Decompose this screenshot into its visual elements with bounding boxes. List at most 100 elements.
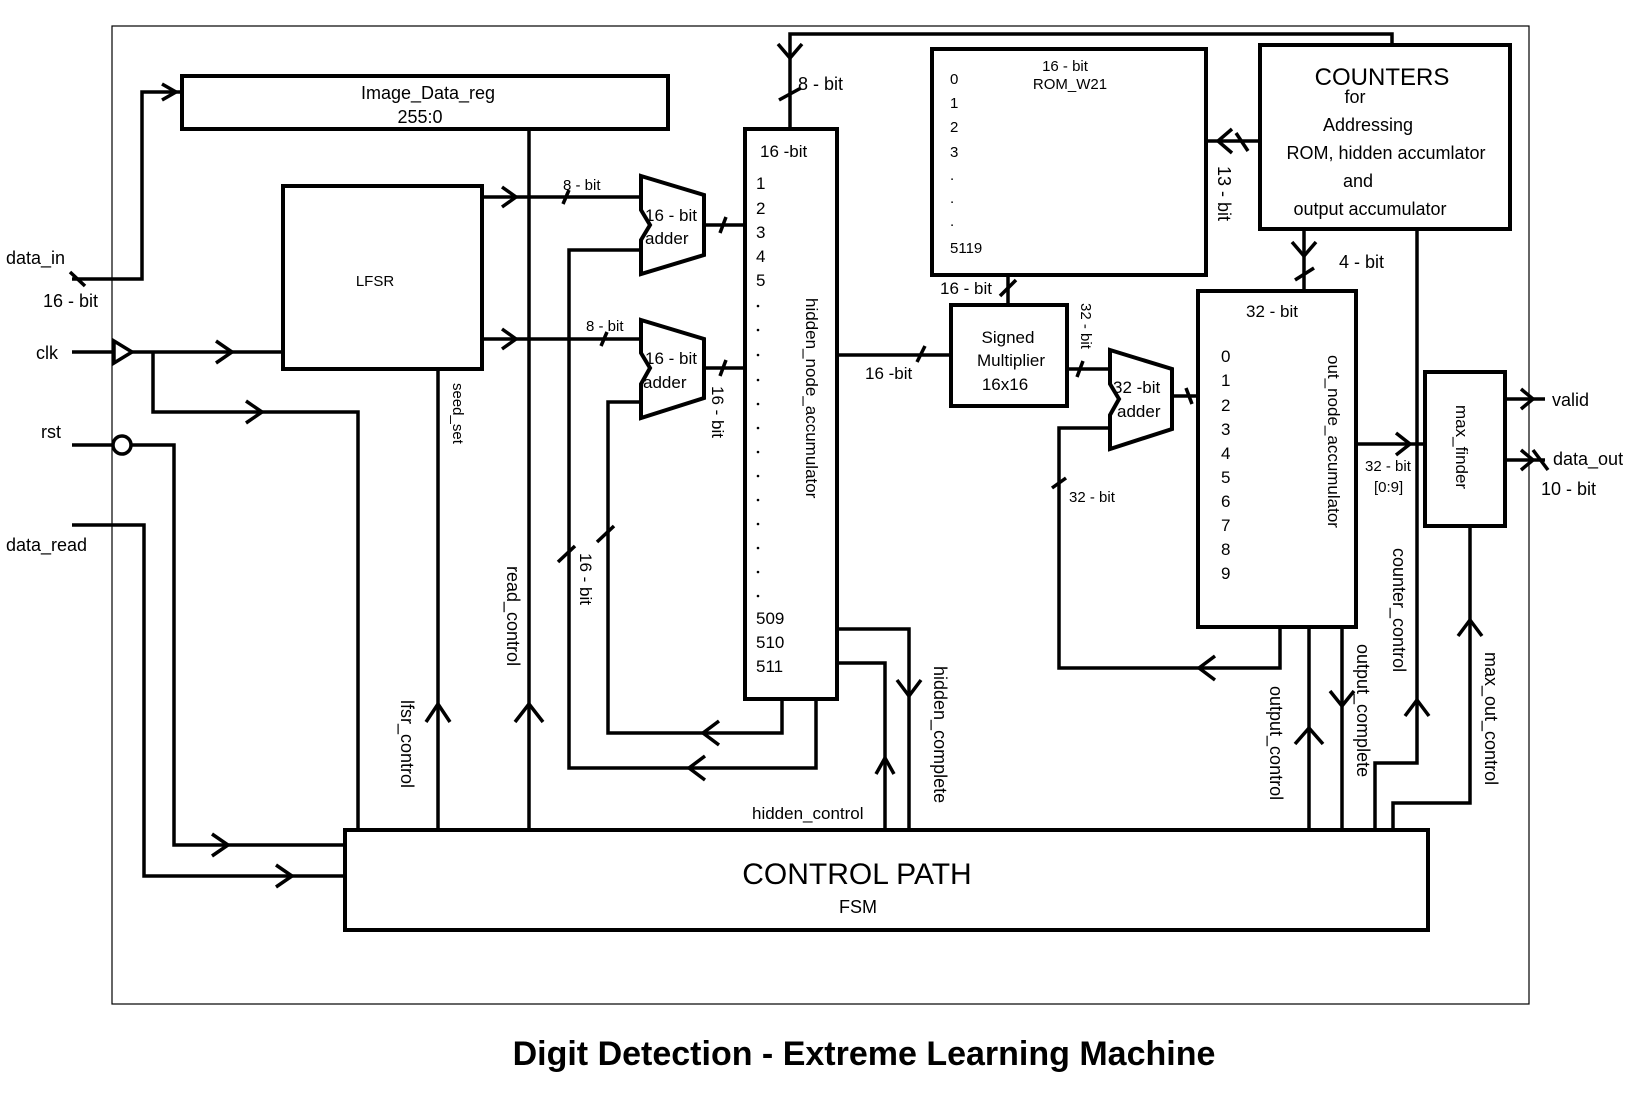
counter-control-label: counter_control — [1388, 548, 1409, 672]
hidden-acc-row: 3 — [756, 223, 765, 242]
data-read-label: data_read — [6, 535, 87, 556]
adder-32-line1: 32 -bit — [1113, 378, 1161, 397]
adder-bottom-line1: 16 - bit — [645, 349, 697, 368]
adder-top: 16 - bit adder — [639, 173, 706, 277]
lfsr-control-label: lfsr_control — [396, 700, 417, 788]
adder-32bit: 32 -bit adder — [1108, 347, 1174, 452]
diagram-title: Digit Detection - Extreme Learning Machi… — [513, 1035, 1216, 1073]
bus-32bit-feedback-label: 32 - bit — [1069, 489, 1116, 506]
hidden-acc-row: 1 — [756, 174, 765, 193]
read-control-label: read_control — [502, 566, 523, 666]
control-signal-labels: seed_set read_control lfsr_control hidde… — [396, 383, 1501, 823]
data-out-width-label: 10 - bit — [1541, 479, 1596, 499]
adder-bottom: 16 - bit adder — [639, 317, 706, 421]
image-data-reg: Image_Data_reg 255:0 — [180, 74, 670, 131]
counters-block: COUNTERS for Addressing ROM, hidden accu… — [1258, 43, 1512, 231]
seed-set-label: seed_set — [449, 383, 466, 445]
hidden-acc-row: 511 — [756, 657, 783, 676]
control-path-sub: FSM — [839, 897, 877, 917]
hidden-acc-ellipsis — [756, 304, 760, 598]
out-acc-row: 8 — [1221, 540, 1230, 559]
bus-13bit-label: 13 - bit — [1214, 166, 1234, 221]
control-path-title: CONTROL PATH — [742, 858, 971, 891]
bus-16bit-hidden-out-label: 16 -bit — [865, 364, 913, 383]
clk-label: clk — [36, 343, 59, 363]
out-acc-row: 1 — [1221, 371, 1230, 390]
out-acc-row: 6 — [1221, 492, 1230, 511]
hidden-acc-row: 509 — [756, 609, 784, 628]
out-acc-row: 2 — [1221, 396, 1230, 415]
signed-multiplier: Signed Multiplier 16x16 — [949, 303, 1069, 408]
hidden-control-label: hidden_control — [752, 804, 864, 823]
lfsr-block: LFSR — [281, 184, 484, 371]
counters-line1: for — [1344, 87, 1365, 107]
max-out-control-label: max_out_control — [1480, 652, 1501, 785]
bus-4bit-label: 4 - bit — [1339, 252, 1384, 272]
output-control-label: output_control — [1265, 686, 1286, 800]
out-acc-width: 32 - bit — [1246, 302, 1298, 321]
hidden-acc-width: 16 -bit — [760, 142, 808, 161]
image-data-reg-range: 255:0 — [397, 107, 442, 127]
adder-top-line1: 16 - bit — [645, 206, 697, 225]
rom-name: ROM_W21 — [1033, 76, 1107, 93]
rom-row: 2 — [950, 119, 958, 136]
image-data-reg-name: Image_Data_reg — [361, 83, 495, 104]
out-acc-row: 7 — [1221, 516, 1230, 535]
bus-16bit-adder-label: 16 - bit — [708, 386, 727, 438]
bus-8bit-lfsr1-label: 8 - bit — [563, 177, 601, 194]
hidden-node-accumulator: 16 -bit 1 2 3 4 5 509 510 511 hidden_nod… — [743, 127, 839, 701]
counters-line2: Addressing — [1323, 115, 1413, 135]
counters-line4: and — [1343, 171, 1373, 191]
counters-title: COUNTERS — [1315, 64, 1450, 91]
bus-slice-label: [0:9] — [1374, 479, 1403, 496]
bus-8bit-top-label: 8 - bit — [798, 74, 843, 94]
hidden-acc-row: 2 — [756, 199, 765, 218]
bus-32bit-out-label: 32 - bit — [1365, 458, 1412, 475]
data-out-label: data_out — [1553, 449, 1623, 470]
rom-row: . — [950, 213, 954, 230]
hidden-acc-row: 5 — [756, 271, 765, 290]
bus-labels: 8 - bit 8 - bit 8 - bit 16 - bit 16 - bi… — [563, 74, 1412, 605]
port-labels: data_in 16 - bit clk rst data_read valid… — [6, 248, 1623, 556]
out-acc-row: 3 — [1221, 420, 1230, 439]
system-boundary — [111, 25, 1530, 1005]
multiplier-line1: Signed — [982, 328, 1035, 347]
data-in-width-label: 16 - bit — [43, 291, 98, 311]
out-acc-name: out_node_accumulator — [1324, 355, 1343, 528]
out-acc-row: 4 — [1221, 444, 1230, 463]
out-node-accumulator: 32 - bit 0 1 2 3 4 5 6 7 8 9 out_node_ac… — [1196, 289, 1358, 629]
rom-row: . — [950, 167, 954, 184]
lfsr-label: LFSR — [356, 273, 395, 290]
multiplier-line3: 16x16 — [982, 375, 1028, 394]
output-complete-label: output_complete — [1352, 644, 1373, 777]
hidden-complete-label: hidden_complete — [929, 666, 950, 803]
counters-line5: output accumulator — [1293, 199, 1446, 219]
data-in-label: data_in — [6, 248, 65, 269]
rst-label: rst — [41, 422, 61, 442]
max-finder-label: max_finder — [1452, 405, 1471, 489]
rom-row: . — [950, 190, 954, 207]
bus-16bit-feedback-label: 16 - bit — [576, 553, 595, 605]
max-finder: max_finder — [1423, 370, 1507, 528]
adder-top-line2: adder — [645, 229, 689, 248]
adder-32-line2: adder — [1117, 402, 1161, 421]
hidden-acc-row: 4 — [756, 247, 765, 266]
control-path-fsm: CONTROL PATH FSM — [343, 828, 1430, 932]
wires — [68, 32, 1550, 889]
adder-bottom-line2: adder — [643, 373, 687, 392]
bus-32bit-mult-label: 32 - bit — [1077, 303, 1094, 350]
valid-label: valid — [1552, 390, 1589, 410]
multiplier-line2: Multiplier — [977, 351, 1045, 370]
rom-w21: 16 - bit ROM_W21 0 1 2 3 . . . 5119 — [930, 47, 1208, 277]
bus-16bit-rom-out-label: 16 - bit — [940, 279, 992, 298]
rom-row: 3 — [950, 144, 958, 161]
rom-row: 0 — [950, 71, 958, 88]
rom-width: 16 - bit — [1042, 58, 1089, 75]
out-acc-row: 9 — [1221, 564, 1230, 583]
out-acc-row: 0 — [1221, 347, 1230, 366]
hidden-acc-name: hidden_node_accumulator — [802, 298, 821, 499]
out-acc-row: 5 — [1221, 468, 1230, 487]
hidden-acc-row: 510 — [756, 633, 784, 652]
rom-row: 1 — [950, 95, 958, 112]
